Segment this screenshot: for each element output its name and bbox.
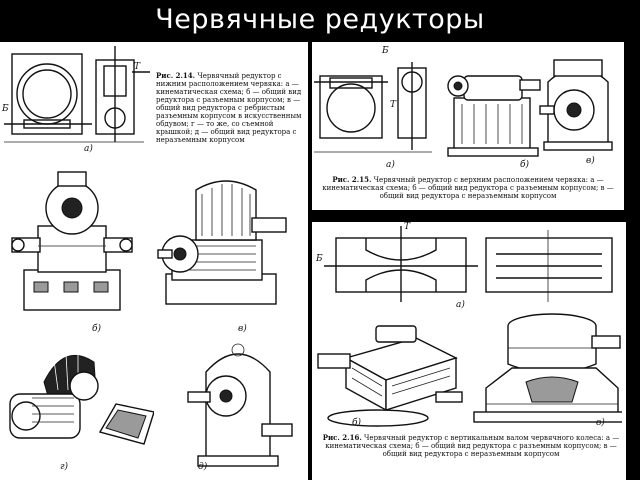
fig-214-reducer-v <box>157 180 287 305</box>
figure-2-15-panel: Б Т а) б) в) Рис. 2.15. Червячный редукт… <box>312 42 624 210</box>
fig-216-label-b: б) <box>352 418 362 428</box>
fig-214-reducer-d <box>187 343 293 467</box>
fig-215-mark-b: Б <box>382 46 389 56</box>
fig-214-mark-t: Т <box>134 62 141 72</box>
figure-2-14-panel: Т Б а) Рис. 2.14. Червячный редуктор с н… <box>0 42 308 480</box>
fig-215-label-b: б) <box>520 160 530 170</box>
slide-title: Червячные редукторы <box>155 4 485 35</box>
fig-214-reducer-b <box>11 171 133 311</box>
fig-215-reducer-b <box>447 75 541 157</box>
fig-216-mark-b: Б <box>316 254 323 264</box>
fig-215-reducer-v <box>539 59 613 151</box>
fig-214-label-v: в) <box>238 324 247 334</box>
fig-215-label-a: а) <box>386 160 395 170</box>
fig-216-caption-text: Червячный редуктор с вертикальным валом … <box>325 434 620 458</box>
fig-214-caption-text: Червячный редуктор с нижним расположение… <box>156 72 302 144</box>
fig-214-label-g: г) <box>60 462 69 472</box>
fig-214-number: Рис. 2.14. <box>156 71 196 80</box>
fig-214-caption: Рис. 2.14. Червячный редуктор с нижним р… <box>156 71 302 145</box>
fig-216-label-a: а) <box>456 300 465 310</box>
fig-214-label-a: а) <box>84 144 93 154</box>
fig-215-number: Рис. 2.15. <box>332 175 372 184</box>
figure-2-16-panel: Т Б а) б) в) Рис. 2.16. Червячный редукт… <box>312 222 626 480</box>
fig-214-reducer-g <box>9 353 154 445</box>
fig-215-mark-t: Т <box>390 100 397 110</box>
fig-216-reducer-v <box>473 313 622 423</box>
fig-214-mark-b: Б <box>2 104 9 114</box>
fig-216-label-v: в) <box>596 418 605 428</box>
fig-216-reducer-b <box>317 325 463 427</box>
fig-215-caption: Рис. 2.15. Червячный редуктор с верхним … <box>316 175 620 201</box>
fig-214-label-b: б) <box>92 324 102 334</box>
fig-216-caption: Рис. 2.16. Червячный редуктор с вертикал… <box>320 433 622 459</box>
fig-216-kinematic-scheme <box>324 226 613 302</box>
fig-214-label-d: д) <box>198 462 208 472</box>
fig-214-kinematic-scheme <box>4 46 150 143</box>
fig-215-label-v: в) <box>586 156 595 166</box>
fig-215-caption-text: Червячный редуктор с верхним расположени… <box>322 176 614 200</box>
fig-216-mark-t: Т <box>404 222 411 232</box>
fig-215-kinematic-scheme <box>314 62 432 153</box>
fig-216-number: Рис. 2.16. <box>322 433 362 442</box>
